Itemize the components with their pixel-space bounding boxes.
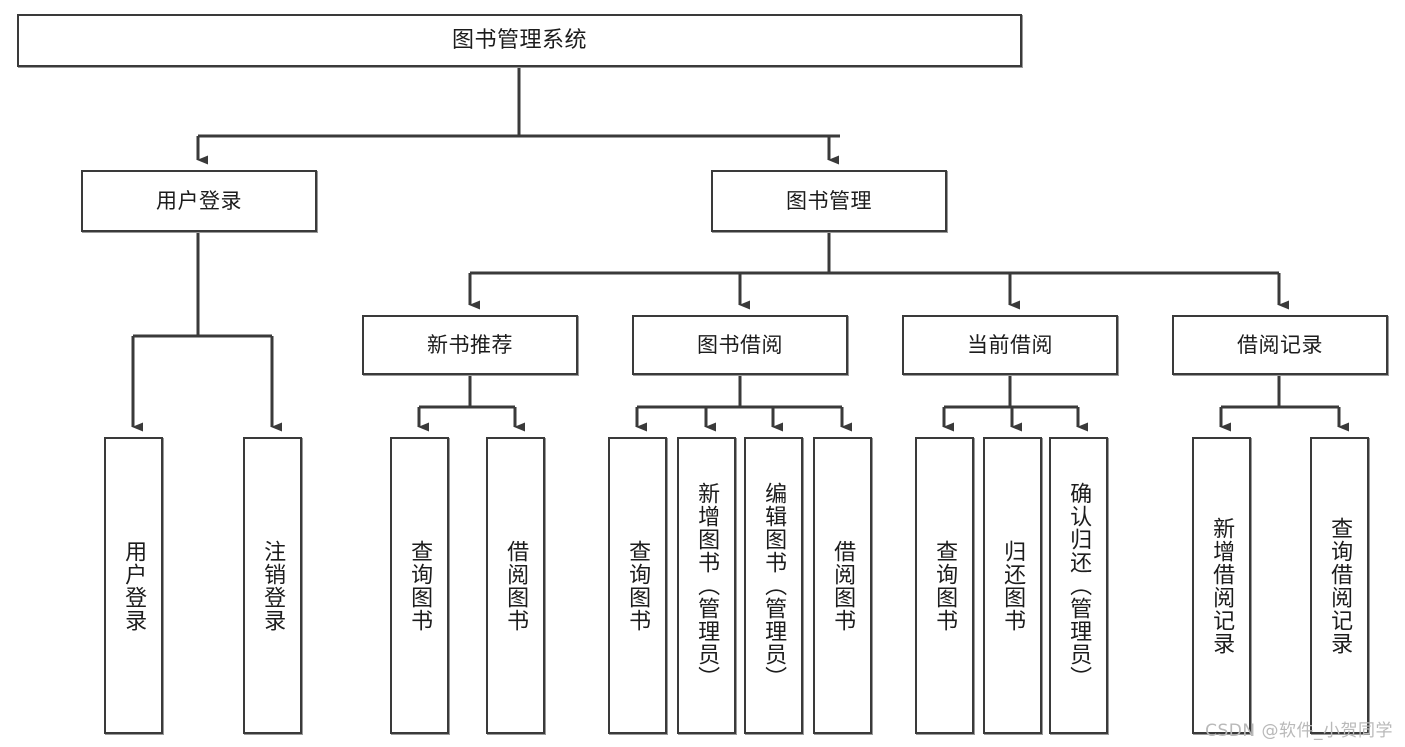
node-leaf-confirm-return-admin[interactable]: 确认归还（管理员）	[1049, 437, 1108, 734]
node-leaf-add-borrow-record[interactable]: 新增借阅记录	[1192, 437, 1251, 734]
node-leaf-borrow-book-newbook[interactable]: 借阅图书	[486, 437, 545, 734]
node-leaf-user-login[interactable]: 用户登录	[104, 437, 163, 734]
node-current-borrow[interactable]: 当前借阅	[902, 315, 1118, 375]
node-borrow-records-label: 借阅记录	[1237, 332, 1323, 357]
node-leaf-return-book[interactable]: 归还图书	[983, 437, 1042, 734]
node-leaf-borrow-book[interactable]: 借阅图书	[813, 437, 872, 734]
node-leaf-edit-book-admin-label: 编辑图书（管理员）	[761, 482, 787, 689]
node-leaf-add-book-admin-label: 新增图书（管理员）	[694, 482, 720, 689]
node-borrow-records[interactable]: 借阅记录	[1172, 315, 1388, 375]
node-leaf-query-book-borrow-label: 查询图书	[625, 539, 651, 632]
node-leaf-borrow-book-label: 借阅图书	[830, 539, 856, 632]
node-leaf-query-book-newbook-label: 查询图书	[407, 539, 433, 632]
node-leaf-return-book-label: 归还图书	[1000, 539, 1026, 632]
node-current-borrow-label: 当前借阅	[967, 332, 1053, 357]
node-user-login[interactable]: 用户登录	[81, 170, 317, 232]
node-leaf-query-book-current-label: 查询图书	[932, 539, 958, 632]
node-book-borrow-label: 图书借阅	[697, 332, 783, 357]
node-leaf-logout[interactable]: 注销登录	[243, 437, 302, 734]
node-root-label: 图书管理系统	[451, 27, 587, 53]
node-leaf-borrow-book-newbook-label: 借阅图书	[503, 539, 529, 632]
node-leaf-edit-book-admin[interactable]: 编辑图书（管理员）	[744, 437, 803, 734]
node-new-book-recommend-label: 新书推荐	[427, 332, 513, 357]
node-leaf-user-login-label: 用户登录	[121, 539, 147, 632]
node-book-management[interactable]: 图书管理	[711, 170, 947, 232]
node-leaf-query-book-borrow[interactable]: 查询图书	[608, 437, 667, 734]
node-leaf-query-borrow-record-label: 查询借阅记录	[1327, 516, 1353, 655]
node-leaf-add-book-admin[interactable]: 新增图书（管理员）	[677, 437, 736, 734]
node-book-borrow[interactable]: 图书借阅	[632, 315, 848, 375]
node-leaf-confirm-return-admin-label: 确认归还（管理员）	[1066, 482, 1092, 689]
node-root[interactable]: 图书管理系统	[17, 14, 1022, 67]
node-new-book-recommend[interactable]: 新书推荐	[362, 315, 578, 375]
node-leaf-query-book-current[interactable]: 查询图书	[915, 437, 974, 734]
node-user-login-label: 用户登录	[156, 188, 242, 213]
node-leaf-query-borrow-record[interactable]: 查询借阅记录	[1310, 437, 1369, 734]
csdn-watermark: CSDN @软件_小贺同学	[1205, 721, 1393, 741]
node-leaf-query-book-newbook[interactable]: 查询图书	[390, 437, 449, 734]
node-book-management-label: 图书管理	[786, 188, 872, 213]
node-leaf-logout-label: 注销登录	[260, 539, 286, 632]
node-leaf-add-borrow-record-label: 新增借阅记录	[1209, 516, 1235, 655]
